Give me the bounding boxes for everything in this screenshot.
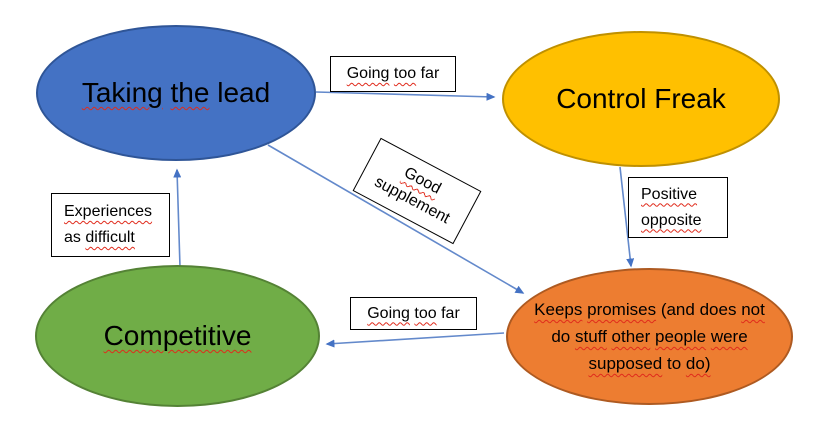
- edge-label-going-too-far-top[interactable]: Going too far: [330, 56, 456, 92]
- node-control-freak-label: Control Freak: [556, 83, 726, 114]
- edge-label-going-too-far-bottom-text: Going too far: [367, 304, 460, 322]
- node-control-freak[interactable]: Control Freak: [502, 31, 780, 167]
- arrow-keeps-promises-to-competitive[interactable]: [325, 332, 505, 348]
- edge-label-going-too-far-bottom[interactable]: Going too far: [350, 297, 477, 330]
- arrow-taking-lead-to-keeps-promises[interactable]: [267, 144, 525, 294]
- node-taking-the-lead-label: Taking the lead: [81, 77, 271, 108]
- arrow-taking-lead-to-control-freak[interactable]: [315, 91, 496, 101]
- node-competitive-label: Competitive: [103, 320, 252, 351]
- arrow-control-freak-to-keeps-promises[interactable]: [619, 166, 635, 268]
- node-taking-the-lead[interactable]: Taking the lead: [36, 25, 316, 161]
- edge-label-going-too-far-top-text: Going too far: [346, 65, 440, 82]
- node-competitive[interactable]: Competitive: [35, 265, 320, 407]
- arrow-competitive-to-taking-lead[interactable]: [173, 168, 182, 268]
